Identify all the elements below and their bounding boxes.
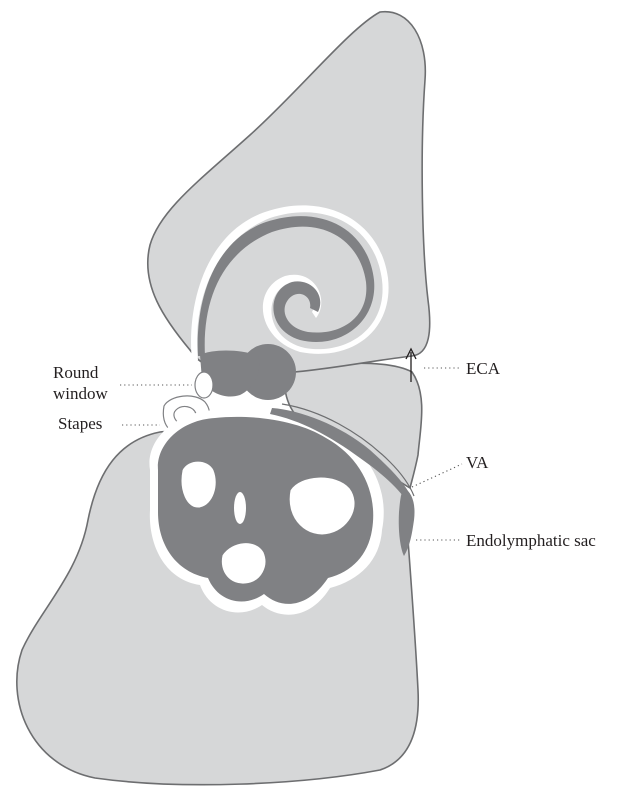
eca-label: ECA xyxy=(466,359,501,378)
endolymphatic-sac xyxy=(399,488,415,556)
round-window-label-line2: window xyxy=(53,384,109,403)
endolymphatic-sac-label: Endolymphatic sac xyxy=(466,531,596,550)
va-leader xyxy=(412,464,462,487)
canal-lumen-center xyxy=(234,492,246,524)
round-window-label-line1: Round xyxy=(53,363,99,382)
upper-bone-region xyxy=(148,12,430,375)
canal-lumen-left xyxy=(181,461,216,508)
canal-lumen-bottom xyxy=(221,543,266,585)
va-label: VA xyxy=(466,453,489,472)
stapes-label: Stapes xyxy=(58,414,102,433)
round-window xyxy=(195,372,213,398)
